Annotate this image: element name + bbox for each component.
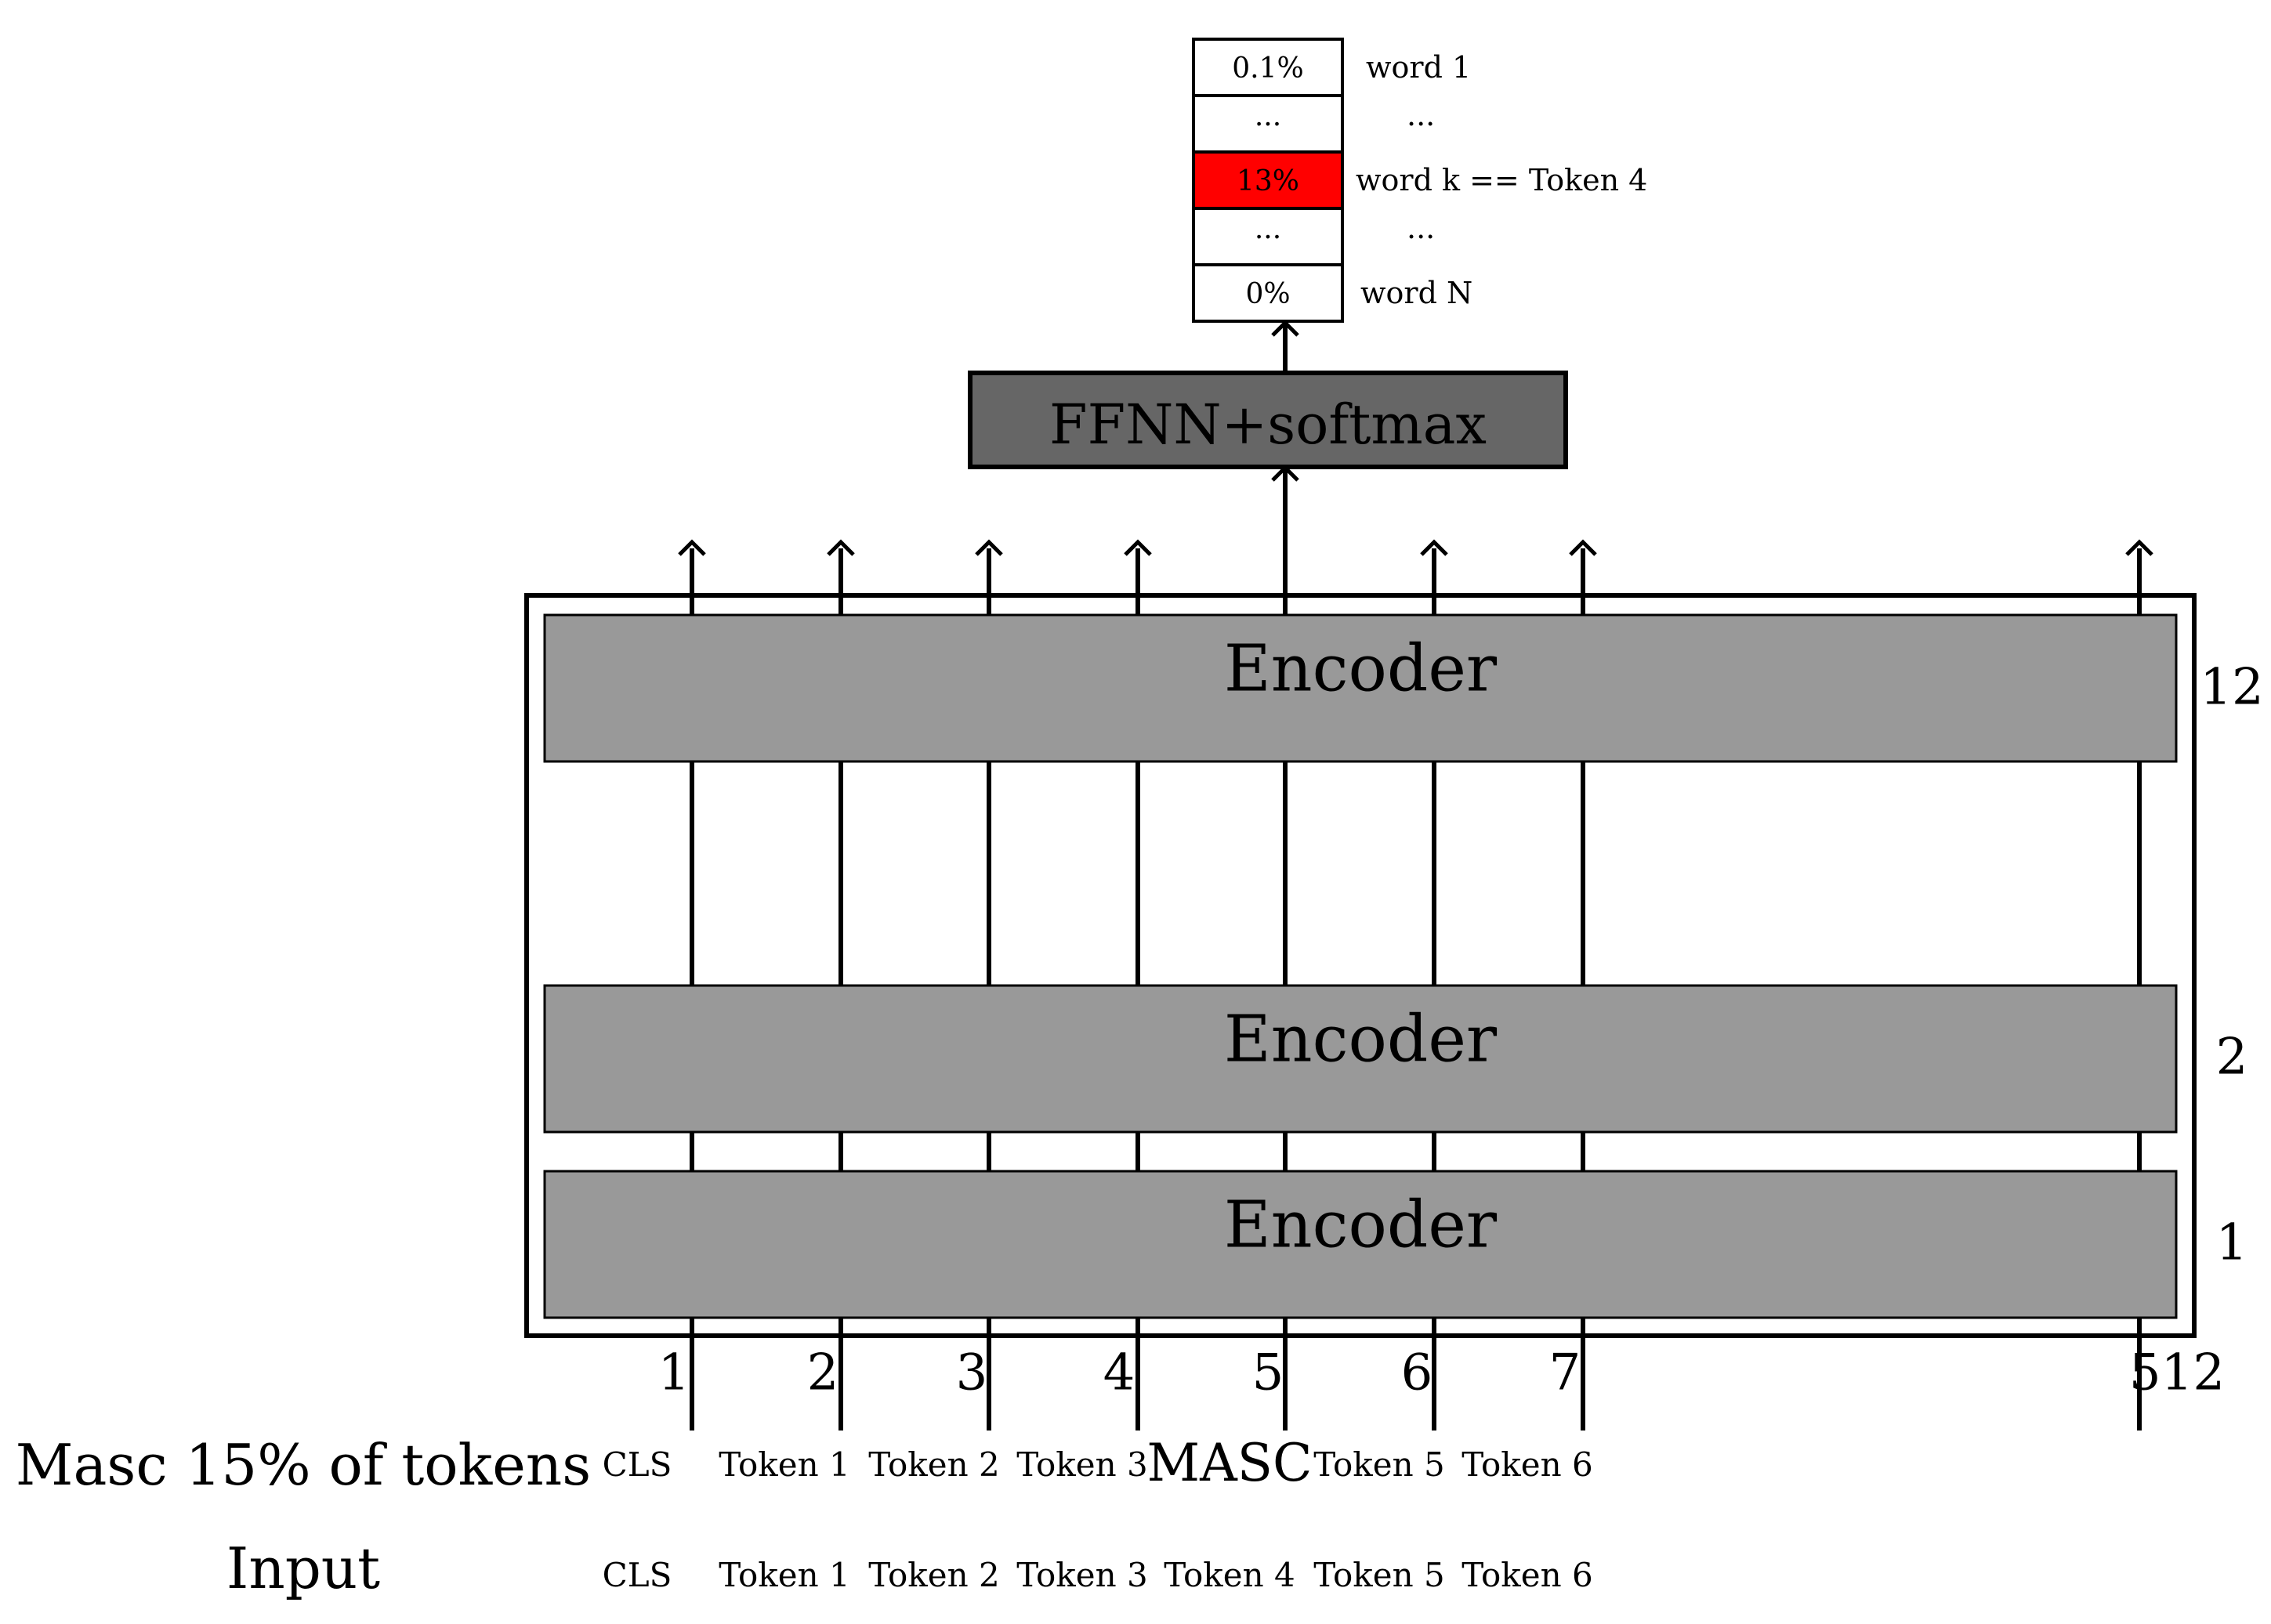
layer-number: 1	[2216, 1214, 2248, 1272]
encoder-label: Encoder	[1224, 632, 1498, 707]
output-arrowheads	[678, 539, 2153, 556]
encoder-stack-frame	[524, 593, 2197, 1338]
position-indices: 1 2 3 4 5 6 7 512	[658, 1344, 2225, 1402]
masked-token-row: Masc 15% of tokens CLS Token 1 Token 2 T…	[16, 1432, 1593, 1498]
position-number: 3	[956, 1344, 988, 1402]
input-token: Token 5	[1313, 1556, 1444, 1594]
encoder-layer-12: Encoder	[543, 613, 2178, 763]
position-number: 2	[807, 1344, 839, 1402]
masked-token: Token 5	[1313, 1445, 1444, 1484]
layer-number: 2	[2216, 1029, 2248, 1087]
input-row-title: Input	[226, 1535, 380, 1601]
masked-token: Token 2	[868, 1445, 999, 1484]
prob-value: 13%	[1237, 165, 1299, 197]
encoder-label: Encoder	[1224, 1188, 1498, 1263]
position-number: 5	[1252, 1344, 1284, 1402]
mask-token: MASC	[1147, 1433, 1313, 1493]
position-number: 512	[2129, 1344, 2225, 1402]
input-token: CLS	[603, 1556, 672, 1594]
arrow-to-ffnn	[1271, 465, 1299, 595]
prob-value: 0.1%	[1232, 52, 1303, 85]
position-number: 7	[1549, 1344, 1581, 1402]
word-label: word N	[1360, 276, 1472, 310]
ffnn-softmax-box: FFNN+softmax	[968, 371, 1568, 469]
position-number: 6	[1401, 1344, 1433, 1402]
masked-token: CLS	[603, 1445, 672, 1484]
word-label: ...	[1407, 98, 1435, 132]
input-token: Token 2	[868, 1556, 999, 1594]
word-label: word k == Token 4	[1356, 163, 1647, 197]
masked-row-title: Masc 15% of tokens	[16, 1432, 591, 1498]
ffnn-label: FFNN+softmax	[1049, 392, 1487, 457]
masked-token: Token 6	[1461, 1445, 1592, 1484]
prob-value: ...	[1255, 213, 1281, 245]
prob-value: ...	[1255, 100, 1281, 132]
word-label: word 1	[1366, 50, 1471, 85]
input-token: Token 6	[1461, 1556, 1592, 1594]
position-number: 4	[1103, 1344, 1136, 1402]
output-probability-table: 0.1% ... 13% ... 0% word 1 ... word k ==…	[1192, 38, 1647, 323]
input-token: Token 4	[1164, 1556, 1295, 1594]
prob-cell-4	[1192, 263, 1344, 323]
input-token: Token 1	[719, 1556, 849, 1594]
masked-token: Token 3	[1016, 1445, 1147, 1484]
input-token: Token 3	[1016, 1556, 1147, 1594]
encoder-label: Encoder	[1224, 1003, 1498, 1077]
encoder-layer-2: Encoder	[543, 984, 2178, 1134]
arrow-ffnn-to-output	[1271, 320, 1299, 373]
word-label: ...	[1407, 211, 1435, 245]
layer-number: 12	[2200, 659, 2263, 717]
encoder-layer-1: Encoder	[543, 1170, 2178, 1319]
prob-cell-3	[1192, 207, 1344, 266]
prob-value: 0%	[1245, 278, 1290, 310]
position-number: 1	[658, 1344, 690, 1402]
masked-token: Token 1	[719, 1445, 849, 1484]
input-token-row: Input CLS Token 1 Token 2 Token 3 Token …	[226, 1535, 1593, 1601]
